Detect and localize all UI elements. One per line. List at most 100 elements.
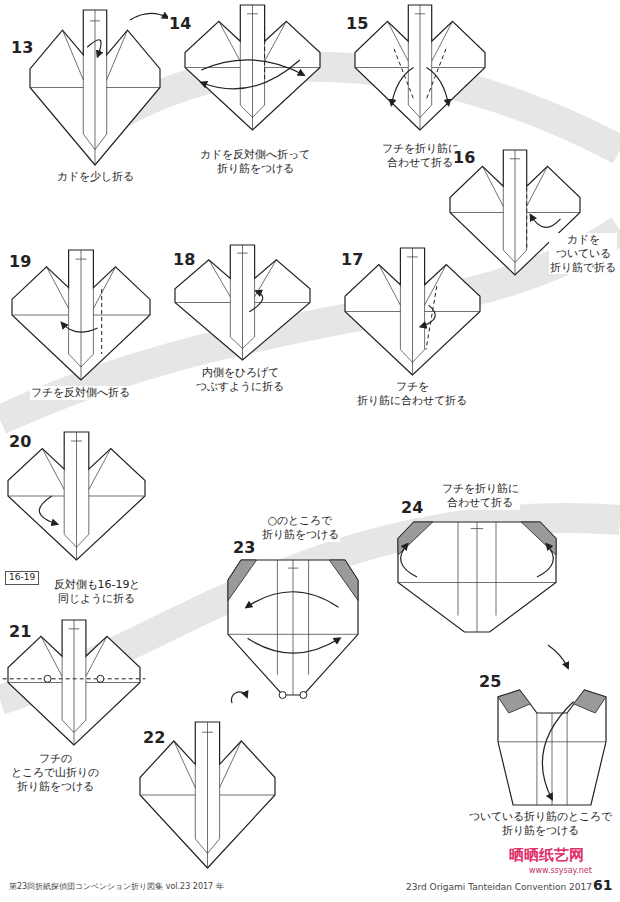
crease-line bbox=[209, 260, 231, 297]
fold-arrow bbox=[421, 305, 436, 327]
crease-line bbox=[496, 522, 497, 616]
crease-line bbox=[86, 636, 107, 676]
mark-circle bbox=[44, 675, 51, 682]
fold-arrow bbox=[391, 68, 413, 106]
crease-line bbox=[503, 186, 504, 250]
fold-arrow bbox=[62, 323, 98, 332]
text-line: フチを折り筋に bbox=[382, 142, 459, 156]
crease-line bbox=[242, 245, 243, 360]
crease-line bbox=[503, 250, 515, 263]
crease-line bbox=[230, 337, 242, 349]
text-line: 折り筋をつける bbox=[11, 780, 99, 794]
paper-outline bbox=[8, 620, 140, 745]
crease-line bbox=[68, 288, 69, 354]
crease-line bbox=[219, 764, 220, 839]
watermark: www.ssysay.net bbox=[528, 866, 593, 876]
crease-line bbox=[208, 839, 220, 854]
instruction-text: ついている折り筋のところで 折り筋をつける bbox=[468, 810, 613, 838]
crease-line bbox=[63, 30, 84, 80]
crease-line bbox=[425, 311, 480, 312]
crease-line bbox=[74, 720, 86, 733]
crease-line bbox=[185, 67, 240, 68]
fold-arrow bbox=[401, 544, 417, 577]
crease-line bbox=[450, 212, 503, 213]
crease-line bbox=[93, 288, 94, 354]
step-number: 18 bbox=[172, 250, 196, 270]
crease-line bbox=[76, 432, 77, 560]
mark-circle bbox=[279, 692, 286, 699]
crease-line bbox=[174, 741, 196, 788]
crease-line bbox=[12, 315, 69, 316]
paper-outline bbox=[140, 722, 275, 868]
fold-figure bbox=[228, 560, 358, 699]
crease-line bbox=[431, 41, 432, 105]
text-line: 折り筋をつける bbox=[469, 824, 612, 838]
fold-arrow bbox=[87, 40, 101, 57]
instruction-text: ○のところで 折り筋をつける bbox=[261, 514, 340, 542]
fold-line bbox=[394, 49, 414, 99]
crease-line bbox=[42, 449, 64, 490]
fold-line bbox=[526, 188, 527, 251]
crease-line bbox=[95, 134, 107, 150]
crease-line bbox=[526, 186, 527, 250]
crease-line bbox=[471, 528, 484, 529]
text-line: 合わせて折る bbox=[382, 156, 459, 170]
step-number: 14 bbox=[168, 14, 192, 34]
step-arrow bbox=[130, 13, 168, 20]
crease-line bbox=[219, 21, 241, 61]
crease-line bbox=[420, 5, 421, 130]
step-ref-box: 16-19 bbox=[5, 571, 39, 585]
fold-arrow bbox=[542, 702, 573, 800]
instruction-text: フチの ところで山折りの 折り筋をつける bbox=[10, 752, 100, 793]
crease-line bbox=[345, 311, 400, 312]
crease-line bbox=[527, 212, 580, 213]
crease-line bbox=[407, 256, 418, 257]
crease-line bbox=[175, 302, 230, 303]
crease-line bbox=[106, 55, 107, 134]
crease-line bbox=[85, 656, 86, 720]
crease-line bbox=[107, 30, 128, 80]
crease-line bbox=[420, 105, 432, 118]
fold-arrow bbox=[248, 638, 340, 653]
step-number: 20 bbox=[8, 432, 32, 452]
step-number: 21 bbox=[8, 622, 32, 642]
paper-outline bbox=[30, 10, 160, 165]
step-number: 16 bbox=[452, 148, 476, 168]
crease-line bbox=[8, 682, 62, 683]
step-number: 15 bbox=[345, 14, 369, 34]
paper-outline bbox=[8, 432, 145, 560]
fold-line bbox=[264, 5, 265, 80]
text-line: つぶすように折る bbox=[196, 380, 284, 394]
paper-outline bbox=[345, 248, 480, 375]
crease-line bbox=[69, 354, 81, 367]
crease-line bbox=[400, 350, 412, 363]
paper-outline bbox=[185, 5, 320, 130]
fold-figure bbox=[140, 722, 275, 868]
crease-line bbox=[415, 13, 425, 14]
crease-line bbox=[536, 713, 537, 805]
crease-line bbox=[62, 656, 63, 720]
text-line: ○のところで bbox=[262, 514, 339, 528]
crease-line bbox=[89, 496, 145, 497]
crease-line bbox=[424, 285, 425, 350]
text-line: フチの bbox=[11, 752, 99, 766]
crease-line bbox=[195, 839, 207, 854]
colored-side bbox=[329, 560, 358, 601]
crease-line bbox=[498, 741, 606, 742]
paper-outline bbox=[228, 560, 358, 695]
crease-line bbox=[64, 534, 76, 547]
fold-figure bbox=[185, 5, 320, 130]
fold-figure bbox=[3, 620, 146, 745]
crease-line bbox=[408, 41, 409, 105]
colored-side bbox=[228, 560, 257, 601]
crease-line bbox=[243, 337, 255, 349]
step-number: 25 bbox=[478, 672, 502, 692]
crease-line bbox=[408, 105, 420, 118]
instruction-text: フチを折り筋に 合わせて折る bbox=[381, 142, 460, 170]
crease-line bbox=[71, 441, 82, 442]
fold-figure bbox=[498, 690, 606, 805]
text-line: 反対側も16-19と bbox=[54, 578, 141, 592]
text-line: 折り筋をつける bbox=[200, 162, 310, 176]
text-line: ところで山折りの bbox=[11, 766, 99, 780]
